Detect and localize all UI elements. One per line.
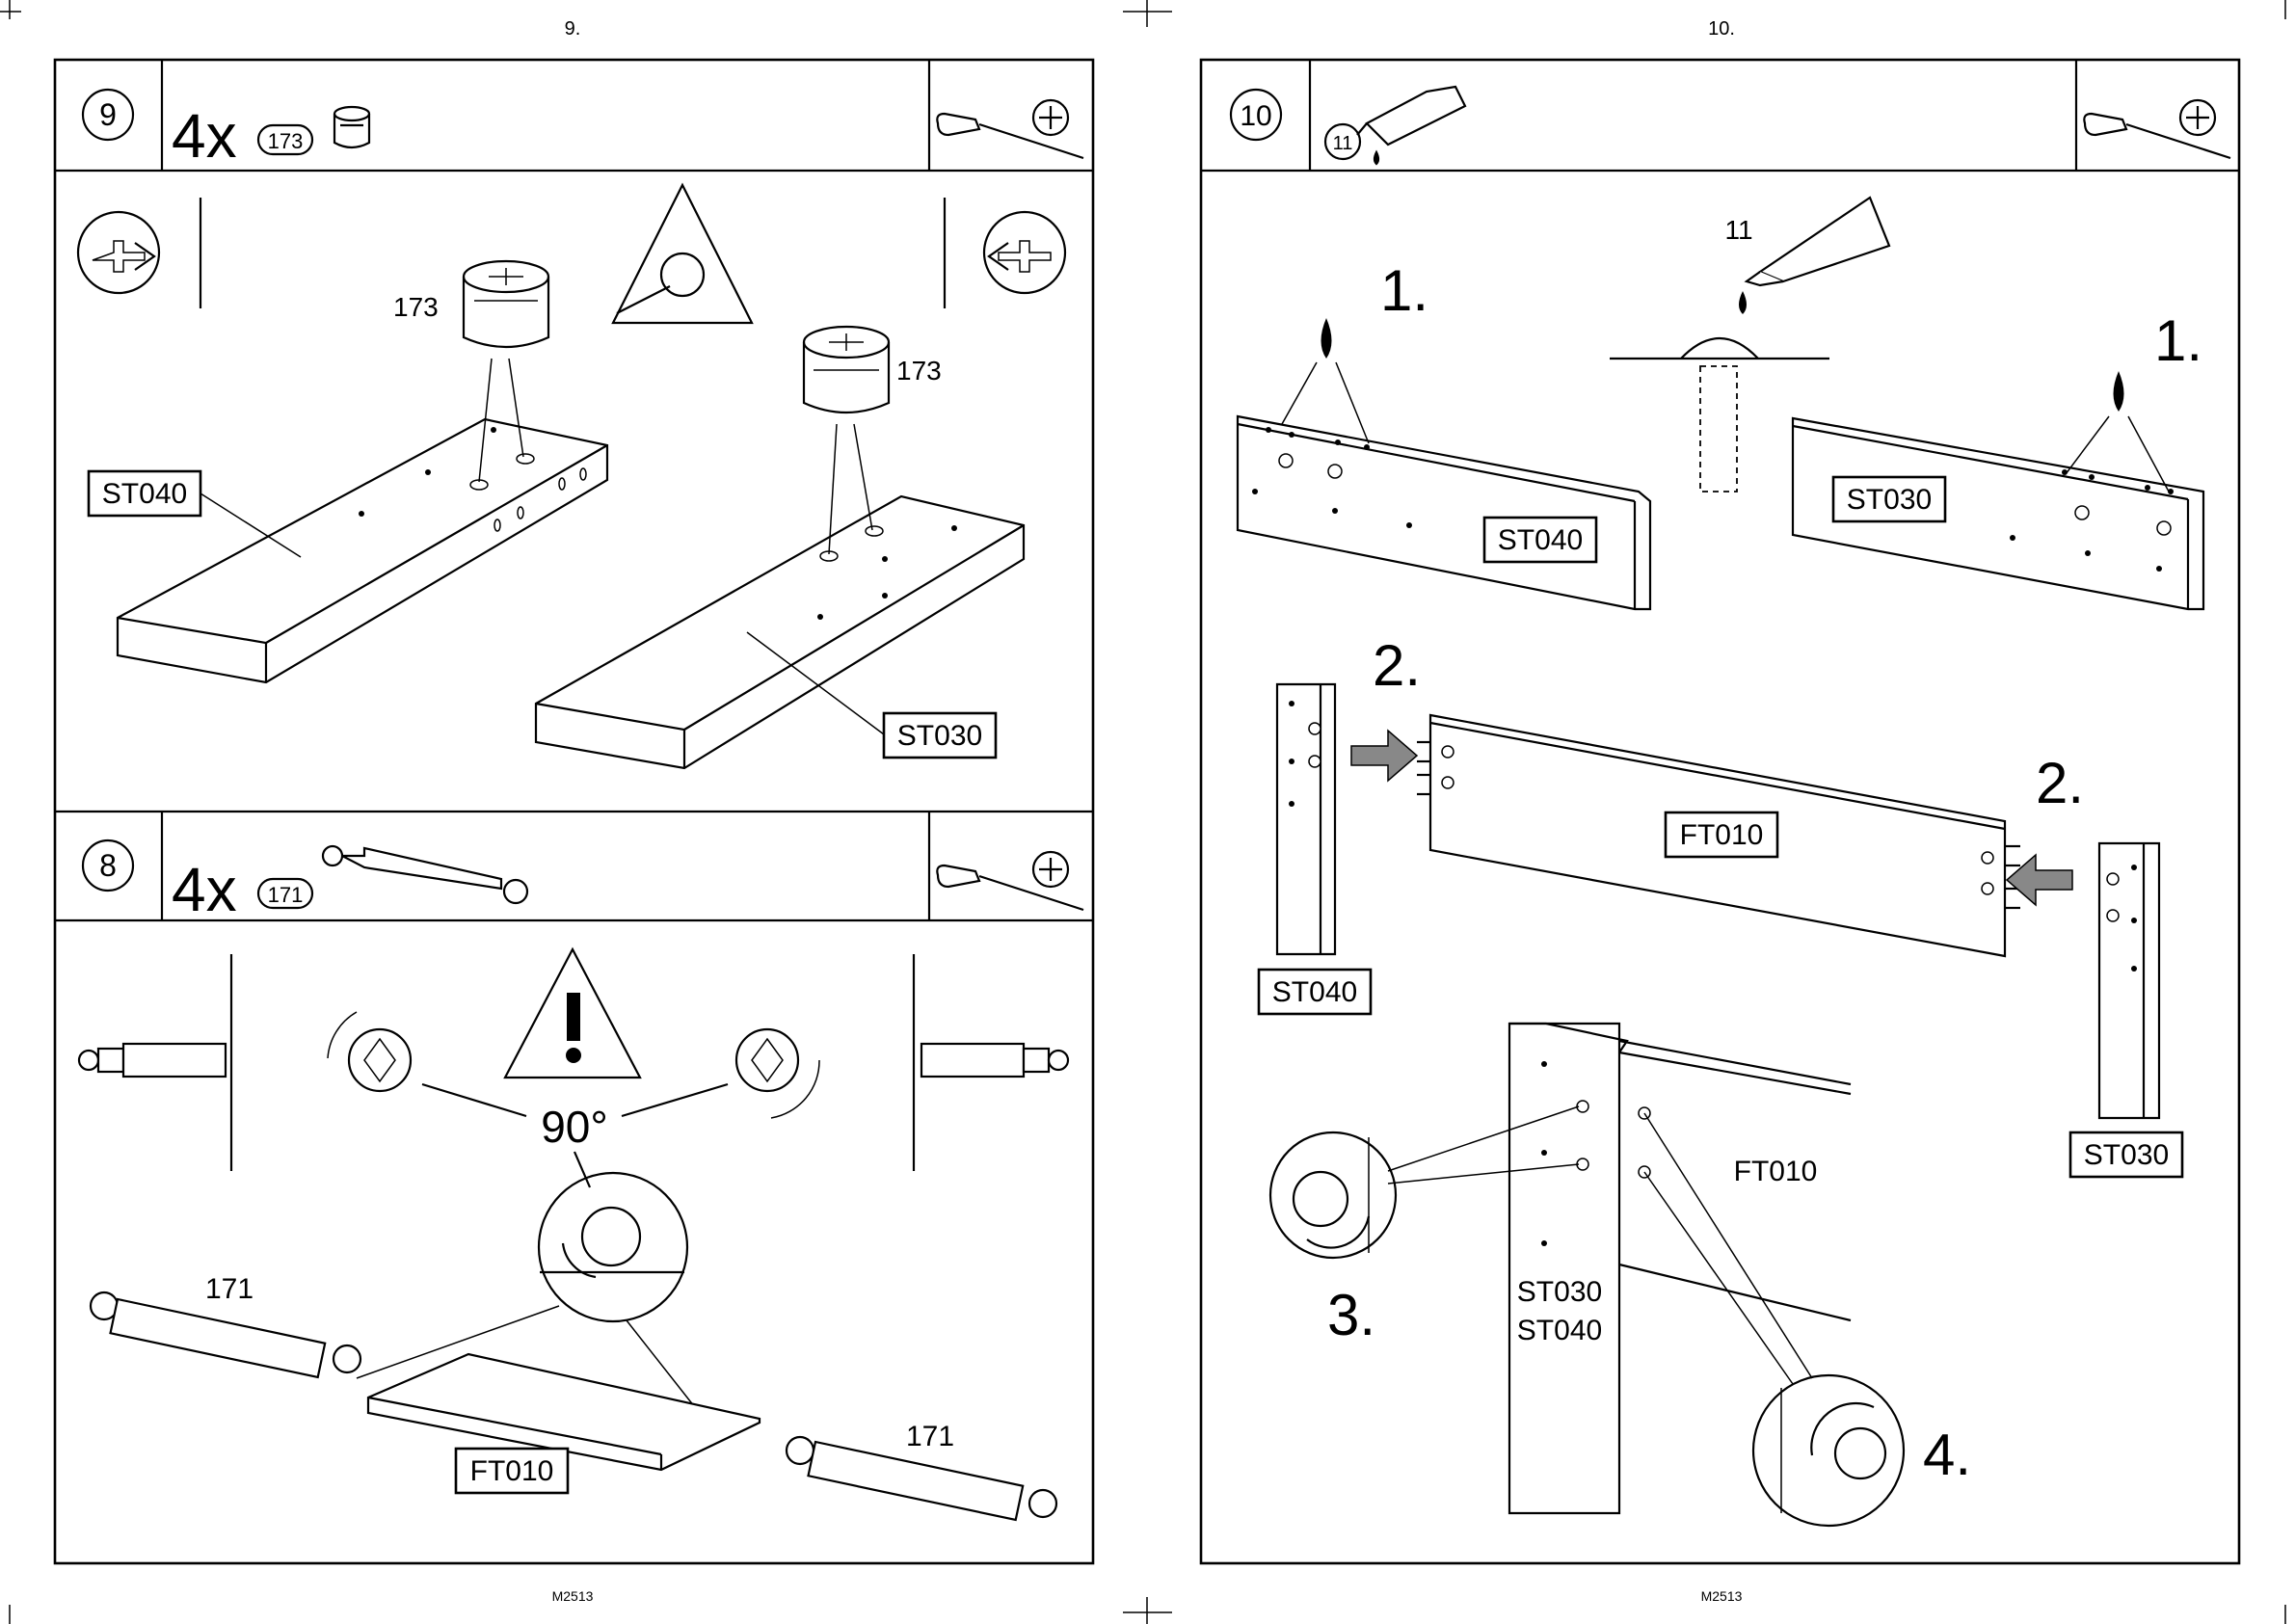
footer-code-right: M2513 — [1701, 1588, 1743, 1604]
label-st040-post: ST040 — [1272, 976, 1357, 1008]
substep-2-left: 2. — [1373, 633, 1421, 698]
part-number: 11 — [1333, 133, 1353, 154]
detail-label-ft010: FT010 — [1734, 1156, 1818, 1187]
substep-1-right: 1. — [2154, 308, 2202, 373]
substep-4: 4. — [1923, 1423, 1971, 1487]
detail-label-st030: ST030 — [1517, 1276, 1602, 1308]
part-callout-171-right: 171 — [906, 1421, 954, 1452]
step-number: 9 — [99, 97, 117, 132]
step-number: 10 — [1240, 100, 1271, 132]
label-st030-post: ST030 — [2084, 1139, 2169, 1171]
dowel-right — [921, 1044, 1068, 1077]
page-number-right: 10. — [1708, 18, 1735, 40]
dowel-left — [79, 1044, 226, 1077]
label-ft010-panel: FT010 — [1680, 819, 1764, 851]
rotation-angle: 90° — [541, 1102, 608, 1152]
post-st040 — [1277, 684, 1335, 954]
part-number: 173 — [268, 129, 304, 153]
label-st040-rail: ST040 — [1498, 524, 1583, 556]
step-number: 8 — [99, 848, 117, 883]
substep-3: 3. — [1327, 1283, 1375, 1347]
substep-1-left: 1. — [1380, 258, 1428, 323]
page-number-left: 9. — [565, 18, 581, 40]
part-number: 171 — [268, 883, 304, 907]
step-quantity: 4x — [172, 855, 237, 924]
post-st030 — [2099, 843, 2159, 1118]
part-callout-171-left: 171 — [205, 1273, 254, 1305]
label-st040: ST040 — [102, 478, 187, 510]
footer-code-left: M2513 — [552, 1588, 594, 1604]
substep-2-right: 2. — [2036, 751, 2084, 815]
label-ft010: FT010 — [470, 1455, 554, 1487]
part-callout-173-right: 173 — [896, 356, 942, 386]
label-st030: ST030 — [897, 720, 982, 752]
label-st030-rail: ST030 — [1847, 484, 1932, 516]
part-callout-173-left: 173 — [393, 292, 439, 322]
step-quantity: 4x — [172, 101, 237, 171]
part-callout-11: 11 — [1724, 215, 1752, 245]
detail-label-st040: ST040 — [1517, 1315, 1602, 1346]
